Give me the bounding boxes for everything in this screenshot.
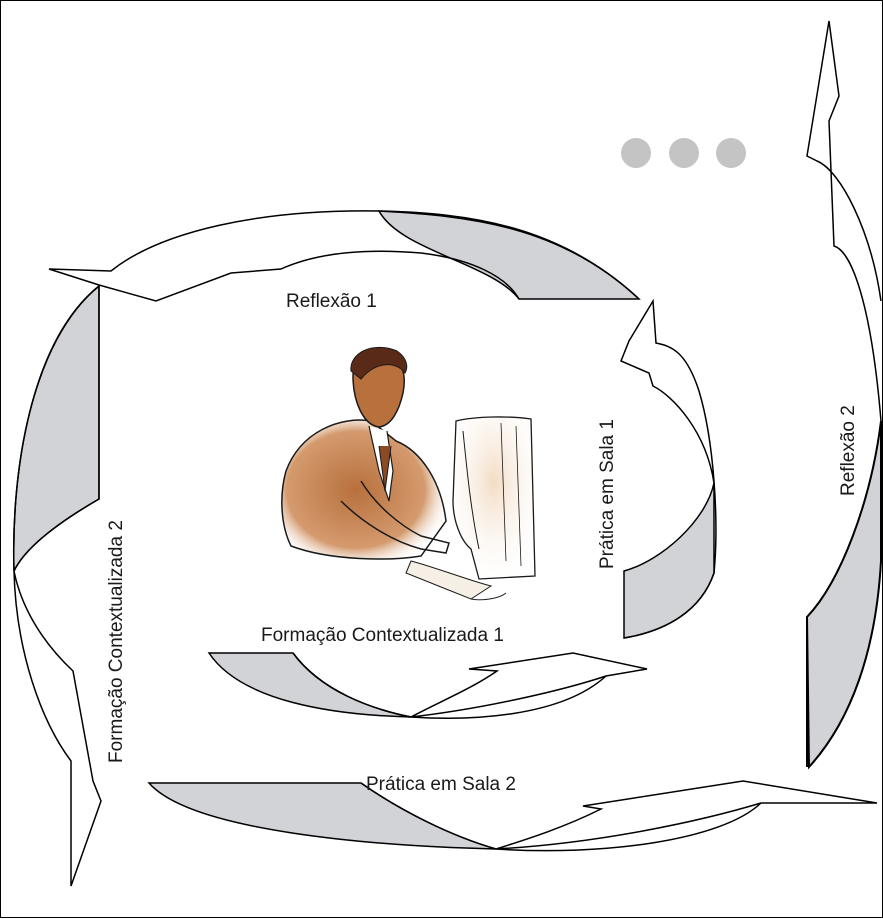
pratica-sala-2-label: Prática em Sala 2 bbox=[366, 774, 516, 795]
formacao-contextualizada-2-label: Formação Contextualizada 2 bbox=[106, 520, 127, 763]
reflexao-2-arrow bbox=[807, 21, 881, 767]
reflexao-1-label: Reflexão 1 bbox=[286, 291, 377, 312]
person-at-computer-icon bbox=[282, 347, 535, 599]
pratica-sala-1-label: Prática em Sala 1 bbox=[597, 419, 618, 569]
ellipsis-icon bbox=[621, 138, 746, 168]
formacao-contextualizada-2-arrow bbox=[14, 286, 101, 886]
formacao-contextualizada-1-arrow bbox=[209, 653, 647, 718]
formacao-contextualizada-1-label: Formação Contextualizada 1 bbox=[261, 625, 504, 646]
reflexao-2-label: Reflexão 2 bbox=[838, 405, 859, 496]
pratica-sala-1-arrow bbox=[621, 301, 716, 638]
reflexao-1-arrow bbox=[49, 211, 639, 301]
